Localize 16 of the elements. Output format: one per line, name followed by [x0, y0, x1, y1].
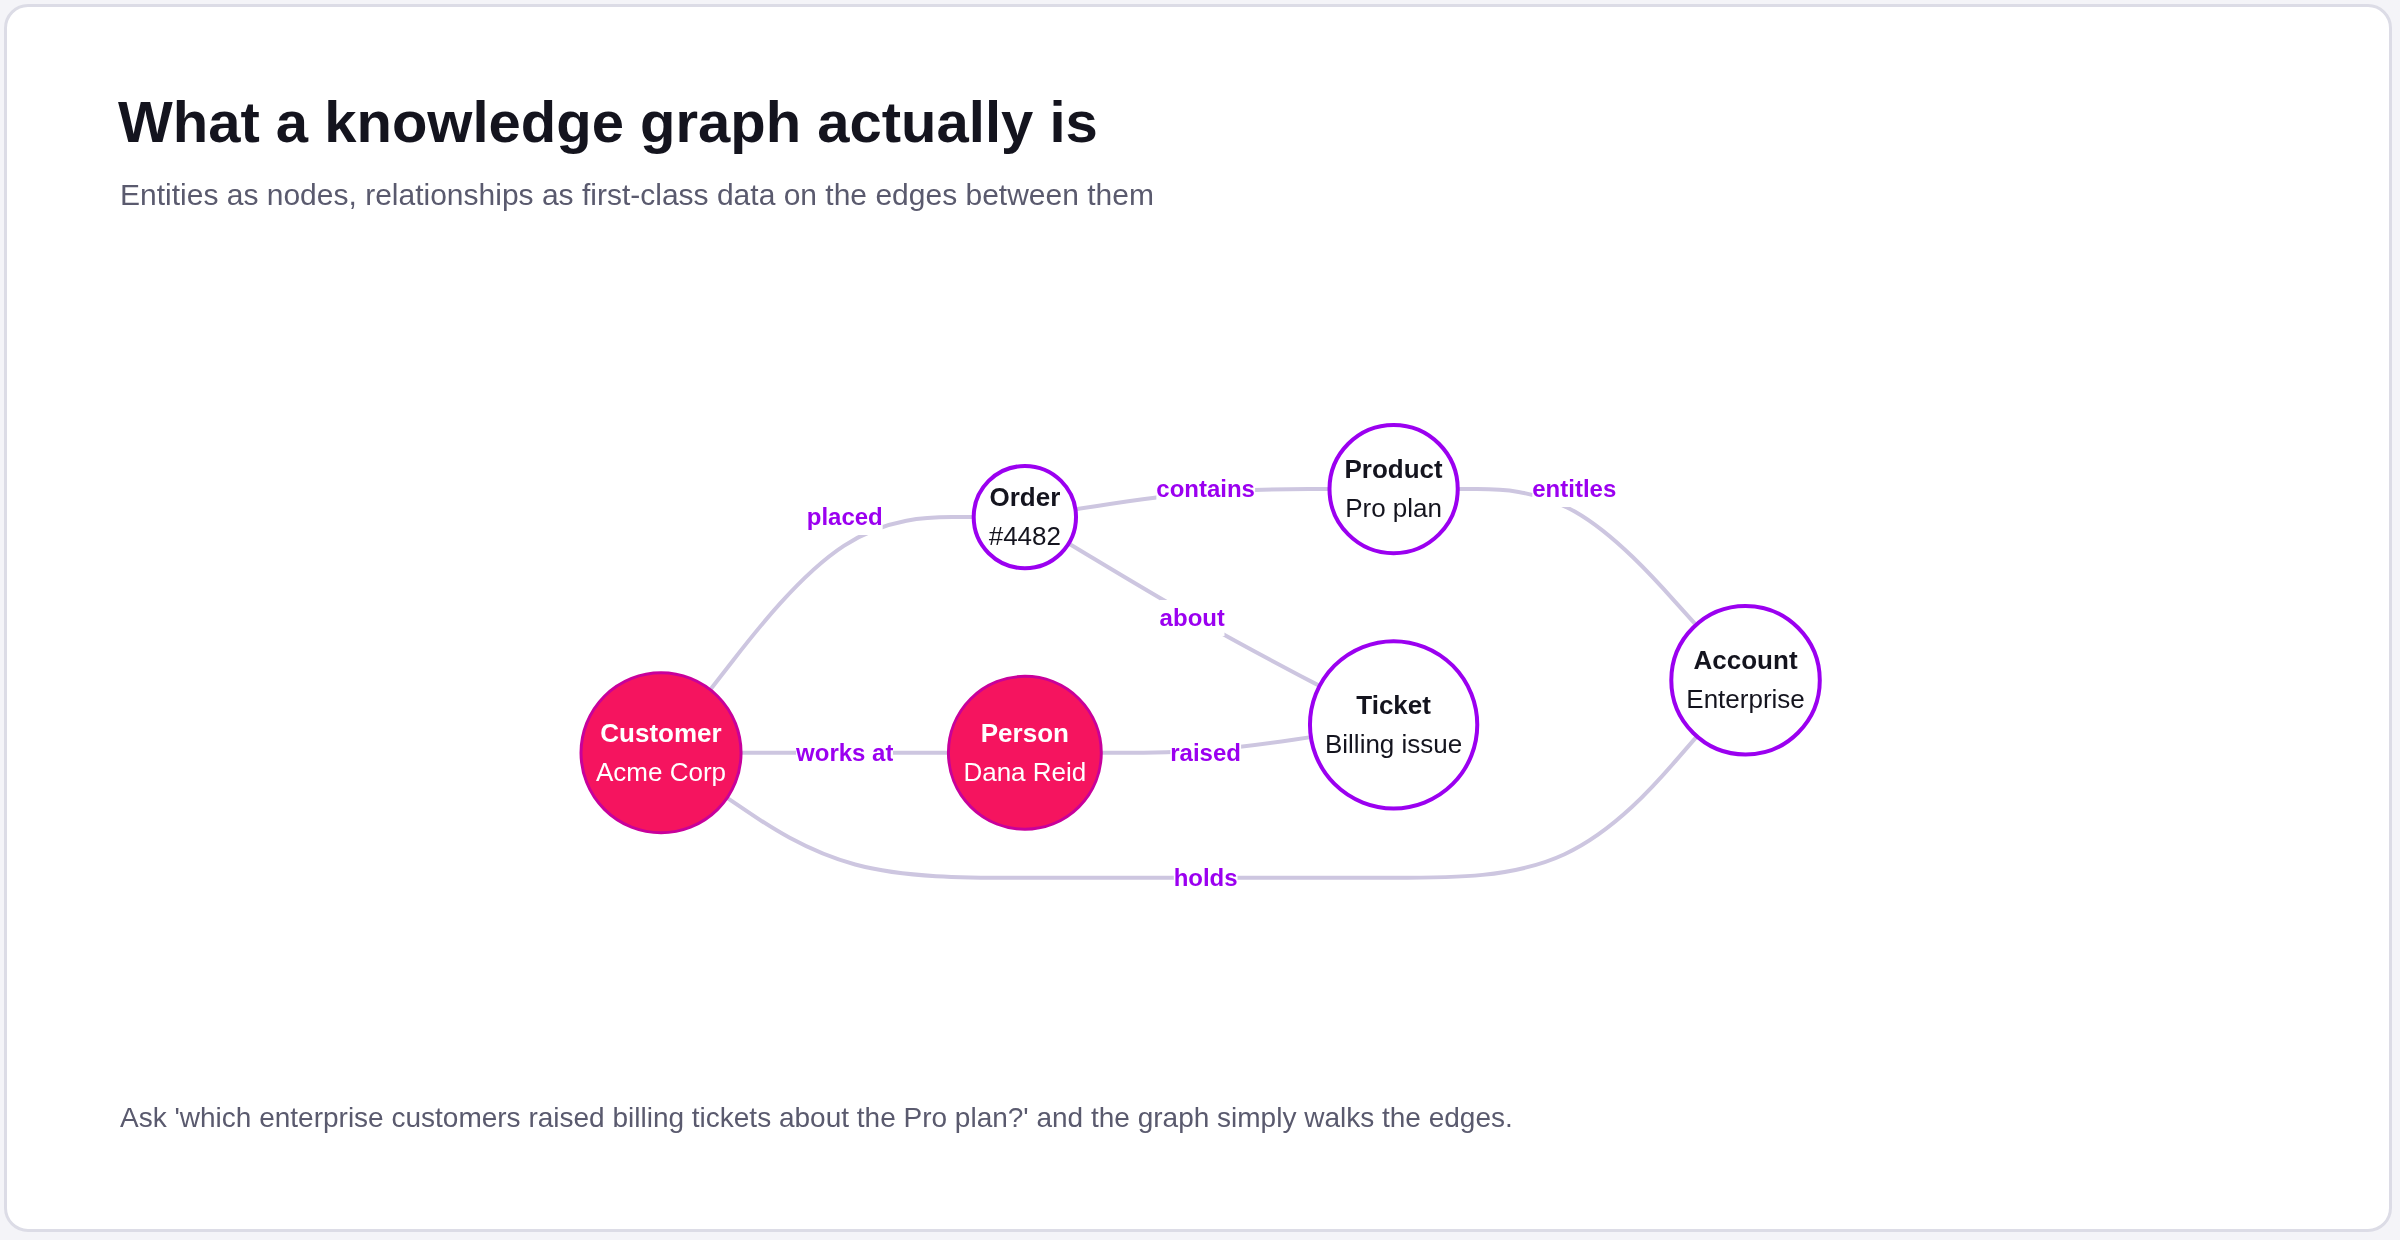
- edge-label: works at: [795, 738, 894, 766]
- title: What a knowledge graph actually is: [118, 88, 1098, 155]
- edge-label: contains: [1155, 474, 1255, 502]
- edge-label: entitles: [1531, 474, 1616, 502]
- edge-label: holds: [1173, 863, 1238, 891]
- edge-label: about: [1159, 603, 1225, 631]
- node-circle: Customer Acme Corp: [579, 670, 743, 834]
- subtitle: Entities as nodes, relationships as first-class data on the edges between them: [120, 178, 1154, 212]
- node-circle: Ticket Billing issue: [1307, 638, 1479, 810]
- node-circle: Product Pro plan: [1327, 422, 1460, 555]
- node-circle: Account Enterprise: [1668, 603, 1822, 757]
- footnote: Ask 'which enterprise customers raised billing tickets about the Pro plan?' and the graph simply walks the edges.: [120, 1102, 1513, 1134]
- node-circle: Order #4482: [971, 463, 1078, 570]
- edge-label: placed: [806, 502, 883, 530]
- node-circle: Person Dana Reid: [946, 674, 1103, 831]
- edge-label: raised: [1169, 738, 1241, 766]
